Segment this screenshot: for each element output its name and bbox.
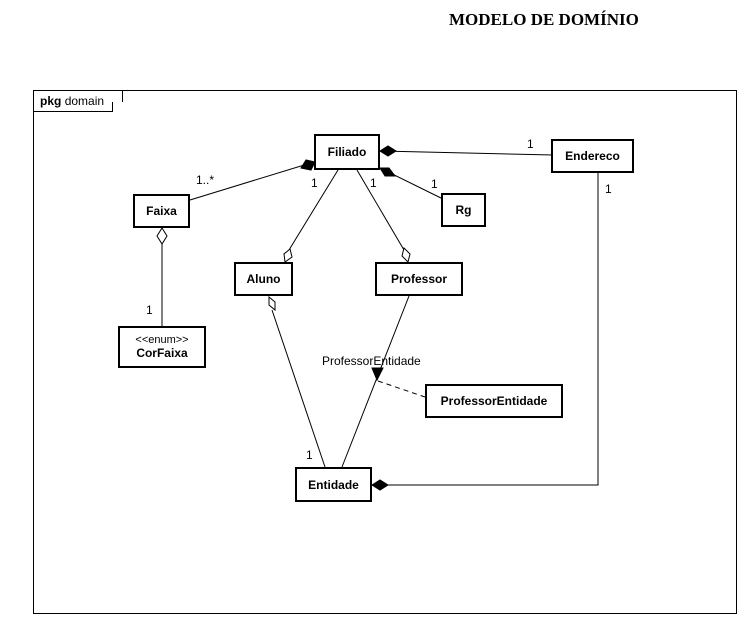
class-professor[interactable]: Professor xyxy=(375,262,463,296)
enum-stereotype: <<enum>> xyxy=(135,334,189,346)
direction-arrow-professorentidade xyxy=(371,367,384,382)
package-keyword: pkg xyxy=(40,94,62,108)
multiplicity-aluno-entidade: 1 xyxy=(306,448,313,462)
link-endereco-entidade xyxy=(372,173,599,486)
multiplicity-filiado-aluno: 1 xyxy=(311,176,318,190)
multiplicity-filiado-rg: 1 xyxy=(431,177,438,191)
class-aluno[interactable]: Aluno xyxy=(234,262,293,296)
composition-diamond-filiado-faixa xyxy=(300,159,316,171)
composition-diamond-filiado-endereco xyxy=(379,145,397,157)
class-professorentidade[interactable]: ProfessorEntidade xyxy=(425,384,563,418)
class-faixa[interactable]: Faixa xyxy=(133,194,190,228)
link-filiado-faixa xyxy=(189,161,315,201)
class-endereco[interactable]: Endereco xyxy=(551,139,634,173)
association-class-label: ProfessorEntidade xyxy=(322,354,421,368)
multiplicity-filiado-professor: 1 xyxy=(370,176,377,190)
page-title: MODELO DE DOMÍNIO xyxy=(449,10,639,29)
composition-diamond-entidade xyxy=(371,479,389,491)
link-association-class xyxy=(377,380,426,398)
class-entidade[interactable]: Entidade xyxy=(295,467,372,502)
multiplicity-filiado-faixa: 1..* xyxy=(196,173,215,187)
link-filiado-aluno xyxy=(288,169,339,251)
class-corfaixa[interactable]: <<enum>> CorFaixa xyxy=(118,326,206,368)
multiplicity-faixa-corfaixa: 1 xyxy=(146,303,153,317)
aggregation-diamond-faixa xyxy=(156,227,168,245)
package-name: domain xyxy=(64,94,105,108)
aggregation-diamond-professor xyxy=(401,247,411,263)
multiplicity-filiado-endereco: 1 xyxy=(527,137,534,151)
class-rg[interactable]: Rg xyxy=(441,193,486,227)
class-filiado[interactable]: Filiado xyxy=(314,134,380,170)
aggregation-diamond-aluno xyxy=(283,248,293,263)
package-frame: pkg domain xyxy=(33,90,737,614)
link-aluno-entidade xyxy=(271,309,326,468)
composition-diamond-filiado-rg xyxy=(379,167,396,177)
aggregation-diamond-aluno-entidade xyxy=(268,295,276,312)
multiplicity-endereco-entidade: 1 xyxy=(605,182,612,196)
package-tab: pkg domain xyxy=(34,91,124,112)
link-filiado-professor xyxy=(356,169,405,251)
link-filiado-endereco xyxy=(379,150,554,156)
link-professor-entidade xyxy=(341,295,410,468)
class-corfaixa-name: CorFaixa xyxy=(136,346,188,360)
